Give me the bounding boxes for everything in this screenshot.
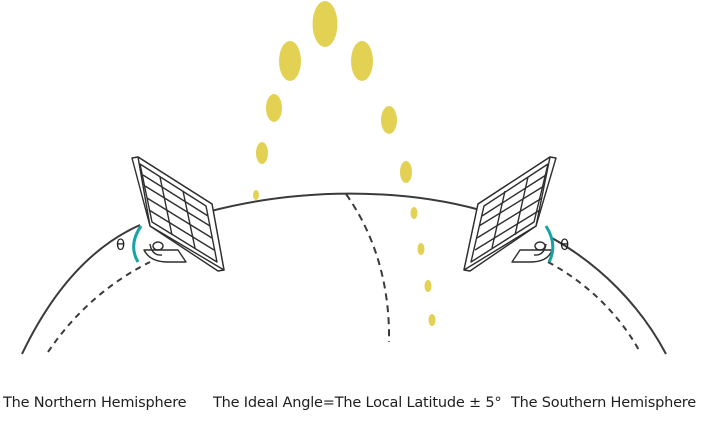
sun-dot: [266, 94, 282, 122]
caption-ideal-angle: The Ideal Angle=The Local Latitude ± 5°: [213, 395, 502, 411]
caption-southern-hemisphere: The Southern Hemisphere: [511, 395, 696, 411]
solar-panel-icon-northern: [131, 156, 225, 272]
sun-dot: [400, 161, 412, 183]
sun-dot: [417, 243, 425, 255]
sun-dot: [351, 41, 373, 81]
sun-dot: [428, 314, 436, 326]
theta-label-southern: θ: [560, 236, 569, 254]
caption-northern-hemisphere: The Northern Hemisphere: [3, 395, 187, 411]
solar-panel-icon-southern: [463, 156, 557, 272]
sun-dot: [424, 280, 432, 292]
sun-dot: [410, 207, 418, 219]
angle-arc-icon-northern: [132, 225, 143, 263]
sun-dot: [312, 1, 338, 47]
sun-dot: [256, 142, 268, 164]
panel-mount: [143, 249, 187, 263]
panel-mount: [511, 249, 553, 263]
sun-dot: [253, 190, 259, 200]
earth-surface-arc: [21, 192, 667, 355]
latitude-dashed-line-right: [547, 261, 641, 353]
latitude-dashed-line-left: [47, 261, 151, 353]
sun-path-dots: [253, 1, 436, 326]
angle-arc-icon-southern: [544, 225, 555, 263]
solar-angle-diagram: θ θ: [21, 1, 667, 355]
meridian-dashed-line: [345, 193, 391, 343]
sun-dot: [381, 106, 397, 134]
sun-dot: [279, 41, 301, 81]
theta-label-northern: θ: [116, 236, 125, 254]
